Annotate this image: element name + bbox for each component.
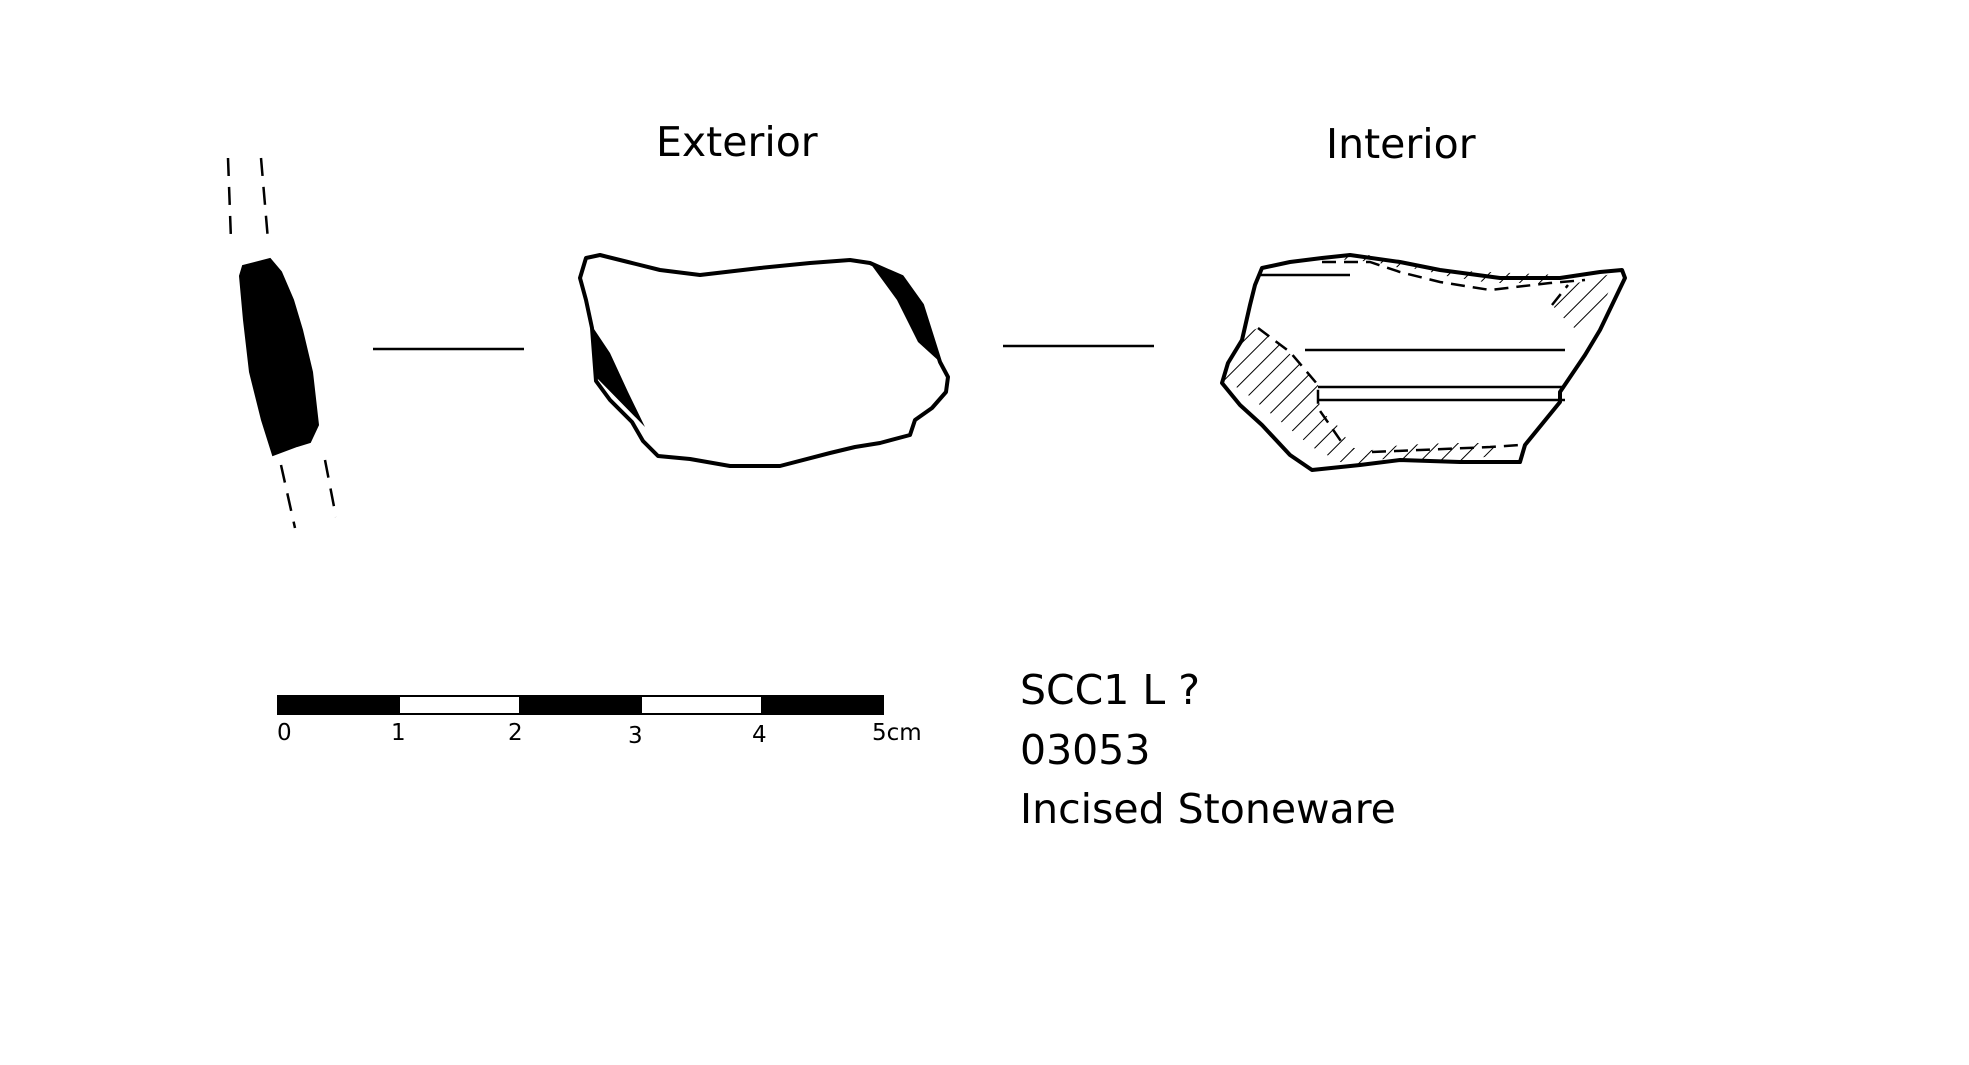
- interior-view: [1220, 253, 1627, 472]
- interior-dashed-edges: [1257, 260, 1586, 454]
- incised-lines: [1260, 273, 1565, 402]
- exterior-view: [578, 253, 950, 468]
- interior-hatch-right: [1552, 272, 1617, 335]
- scale-tick-2: 2: [508, 720, 523, 746]
- scale-bar: [277, 695, 884, 715]
- scale-tick-0: 0: [277, 720, 292, 746]
- profile-solid-section: [238, 257, 320, 457]
- scale-tick-3: 3: [628, 723, 643, 749]
- exterior-label: Exterior: [656, 118, 818, 166]
- scale-segment: [640, 695, 763, 715]
- profile-section: [226, 157, 338, 529]
- exterior-break-left: [592, 326, 645, 427]
- scale-tick-4: 4: [752, 722, 767, 748]
- interior-hatch-bottom: [1345, 443, 1500, 460]
- scale-segment: [277, 695, 400, 715]
- specimen-number: 03053: [1020, 726, 1151, 774]
- scale-segment: [761, 695, 884, 715]
- interior-outline: [1220, 253, 1627, 472]
- interior-hatch-left: [1222, 328, 1370, 465]
- interior-label: Interior: [1326, 120, 1476, 168]
- specimen-context: SCC1 L ?: [1020, 666, 1201, 714]
- scale-tick-5: 5cm: [872, 720, 922, 746]
- exterior-break-right: [870, 263, 940, 362]
- scale-segment: [519, 695, 642, 715]
- exterior-outline: [578, 253, 950, 468]
- scale-segment: [398, 695, 521, 715]
- specimen-type: Incised Stoneware: [1020, 785, 1396, 833]
- profile-dashed-lines: [226, 157, 338, 529]
- scale-tick-1: 1: [391, 720, 406, 746]
